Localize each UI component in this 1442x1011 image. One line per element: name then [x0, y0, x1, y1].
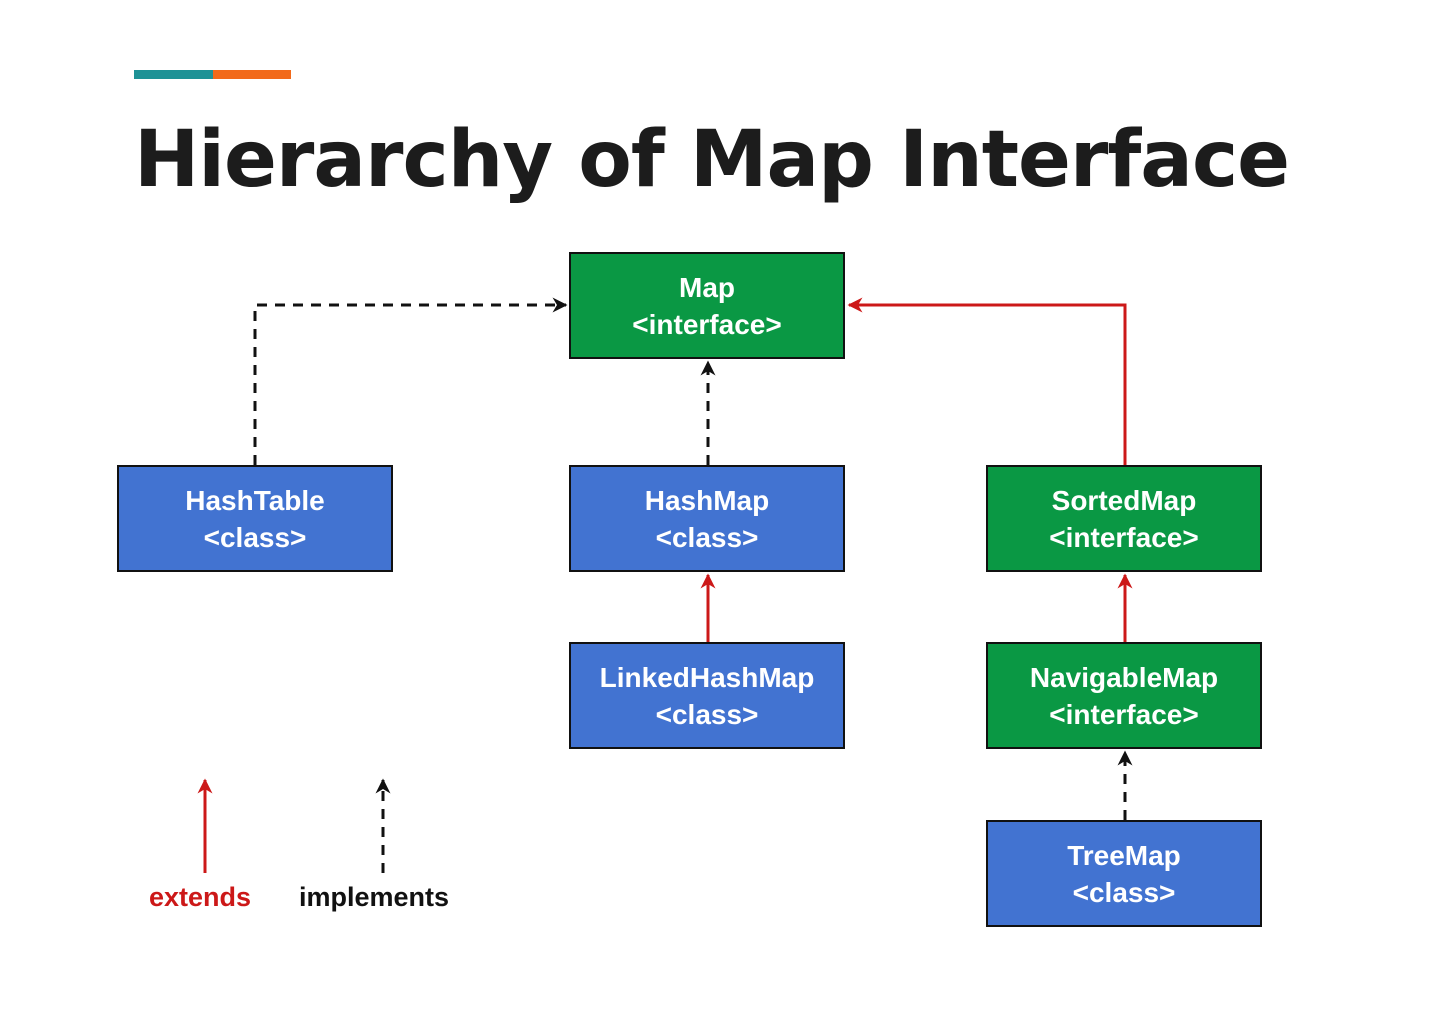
node-hashtable-name: HashTable: [185, 484, 325, 516]
node-linkedhashmap-name: LinkedHashMap: [599, 661, 815, 693]
node-hashmap: HashMap <class>: [569, 465, 845, 572]
node-treemap: TreeMap <class>: [986, 820, 1262, 927]
edge-hashtable-implements-map: [253, 297, 568, 465]
node-map: Map <interface>: [569, 252, 845, 359]
node-linkedhashmap-kind: <class>: [655, 698, 759, 730]
node-navigablemap: NavigableMap <interface>: [986, 642, 1262, 749]
node-hashtable: HashTable <class>: [117, 465, 393, 572]
accent-bar-orange: [213, 70, 291, 79]
node-treemap-kind: <class>: [1072, 876, 1176, 908]
node-hashmap-name: HashMap: [644, 484, 770, 516]
node-sortedmap-name: SortedMap: [1051, 484, 1197, 516]
node-sortedmap: SortedMap <interface>: [986, 465, 1262, 572]
node-hashtable-kind: <class>: [203, 521, 307, 553]
node-linkedhashmap: LinkedHashMap <class>: [569, 642, 845, 749]
accent-bar-teal: [134, 70, 213, 79]
legend-extends-label: extends: [149, 882, 252, 912]
legend-implements-label: implements: [299, 882, 450, 912]
node-sortedmap-kind: <interface>: [1049, 521, 1199, 553]
node-map-name: Map: [679, 271, 735, 303]
node-navigablemap-kind: <interface>: [1049, 698, 1199, 730]
slide-title: Hierarchy of Map Interface: [134, 115, 1290, 205]
node-navigablemap-name: NavigableMap: [1029, 661, 1219, 693]
node-map-kind: <interface>: [632, 308, 782, 340]
node-hashmap-kind: <class>: [655, 521, 759, 553]
node-treemap-name: TreeMap: [1067, 839, 1181, 871]
edge-sortedmap-extends-map: [847, 297, 1127, 465]
